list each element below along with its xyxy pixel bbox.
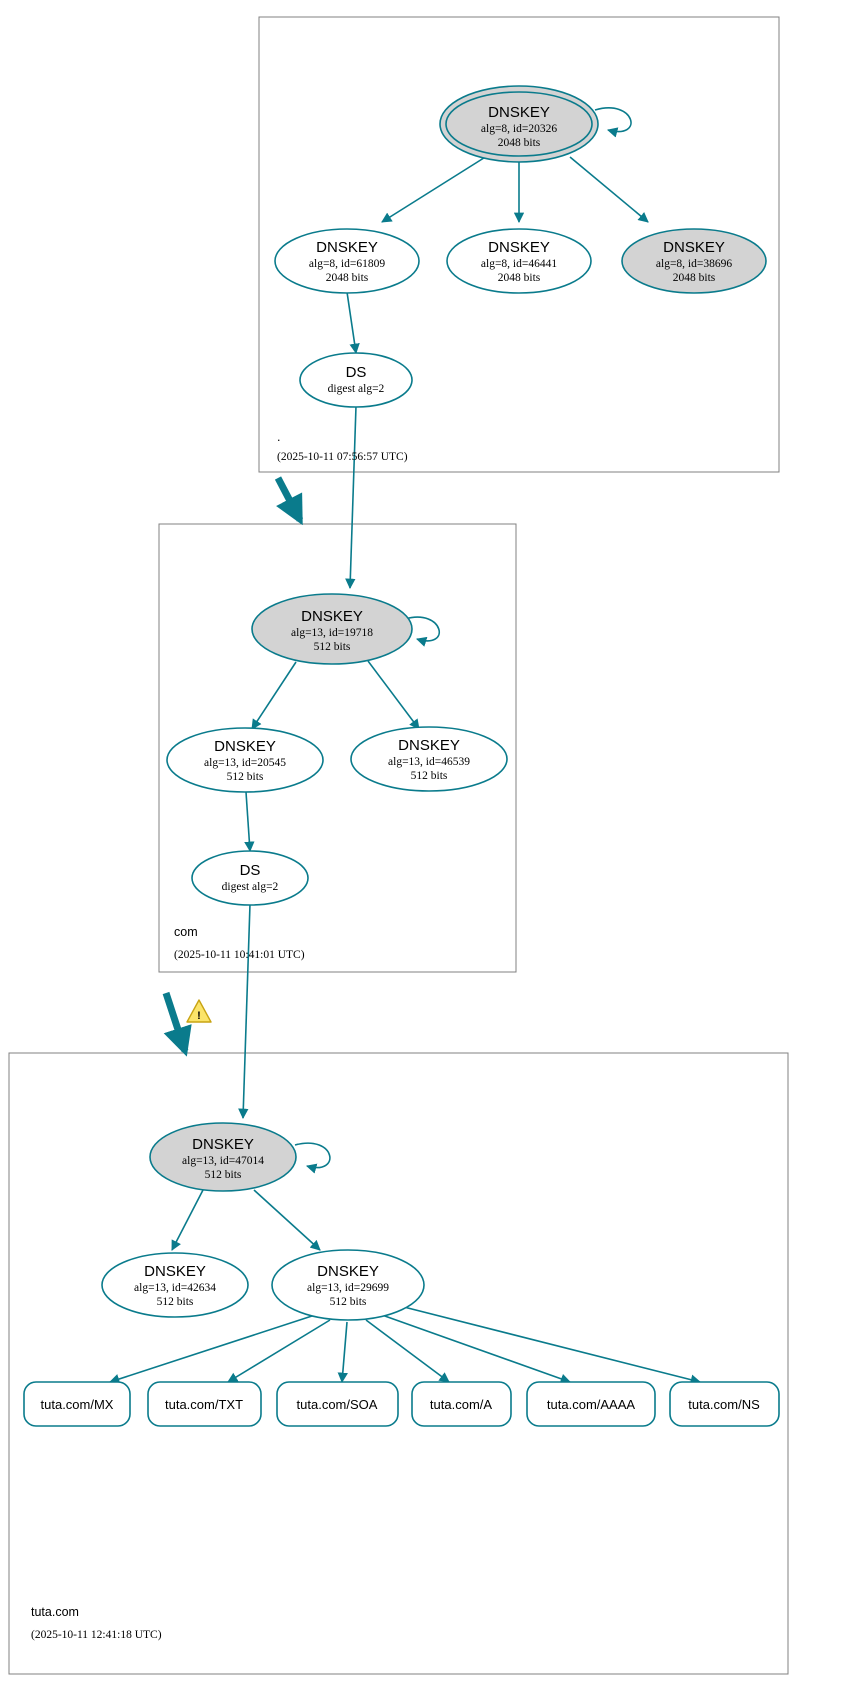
zone-timestamp-root: (2025-10-11 07:56:57 UTC) — [277, 451, 408, 463]
rrset-label: tuta.com/A — [430, 1397, 492, 1412]
node-label-line2: alg=8, id=38696 — [656, 258, 732, 270]
edge-tuta-29699-to-soa — [337, 1321, 348, 1384]
node-label-title: DS — [346, 364, 367, 381]
node-tuta-dnskey-29699[interactable]: DNSKEY alg=13, id=29699 512 bits — [271, 1249, 425, 1321]
edge-com-ksk-to-46539 — [367, 660, 420, 730]
rrset-label: tuta.com/MX — [41, 1397, 114, 1412]
edge-tuta-ksk-to-29699 — [253, 1189, 321, 1251]
node-label-line2: alg=13, id=42634 — [134, 1282, 216, 1294]
zone-timestamp-tuta: (2025-10-11 12:41:18 UTC) — [31, 1629, 162, 1641]
edge-root-ksk-to-38696 — [569, 156, 649, 223]
node-label-title: DNSKEY — [317, 1263, 379, 1280]
edge-root-ksk-self — [594, 107, 632, 138]
node-label-title: DNSKEY — [144, 1263, 206, 1280]
rrset-node-mx[interactable]: tuta.com/MX — [23, 1381, 131, 1427]
warning-glyph: ! — [197, 1010, 201, 1022]
edge-root-61809-to-ds — [346, 291, 360, 355]
edge-com-ksk-self — [404, 616, 440, 647]
edge-tuta-ksk-self — [294, 1142, 331, 1174]
delegation-com-to-tuta — [162, 991, 192, 1057]
node-label-line3: 2048 bits — [498, 272, 541, 284]
node-label-line3: 512 bits — [411, 770, 448, 782]
edge-tuta-29699-to-a — [365, 1319, 450, 1383]
rrset-node-ns[interactable]: tuta.com/NS — [669, 1381, 780, 1427]
zone-timestamp-com: (2025-10-11 10:41:01 UTC) — [174, 949, 305, 961]
node-label-line2: alg=13, id=19718 — [291, 627, 373, 639]
node-com-ksk-19718[interactable]: DNSKEY alg=13, id=19718 512 bits — [251, 593, 413, 665]
node-root-dnskey-46441[interactable]: DNSKEY alg=8, id=46441 2048 bits — [446, 228, 592, 294]
node-label-line2: alg=8, id=46441 — [481, 258, 557, 270]
node-label-line3: 2048 bits — [673, 272, 716, 284]
rrset-node-aaaa[interactable]: tuta.com/AAAA — [526, 1381, 656, 1427]
rrset-label: tuta.com/SOA — [297, 1397, 378, 1412]
edge-root-ksk-to-61809 — [381, 155, 488, 223]
edge-tuta-29699-to-aaaa — [381, 1314, 571, 1384]
node-label-title: DNSKEY — [192, 1136, 254, 1153]
edge-root-ds-to-com-ksk — [345, 405, 357, 590]
delegation-root-to-com — [274, 476, 304, 526]
node-root-dnskey-61809[interactable]: DNSKEY alg=8, id=61809 2048 bits — [274, 228, 420, 294]
node-label-line2: digest alg=2 — [328, 383, 385, 395]
node-label-title: DNSKEY — [214, 738, 276, 755]
node-label-title: DNSKEY — [488, 104, 550, 121]
node-label-line3: 512 bits — [330, 1296, 367, 1308]
node-label-title: DNSKEY — [398, 737, 460, 754]
node-com-ds[interactable]: DS digest alg=2 — [191, 850, 309, 906]
node-label-line3: 512 bits — [157, 1296, 194, 1308]
edge-com-ksk-to-20545 — [251, 661, 297, 730]
node-tuta-ksk-47014[interactable]: DNSKEY alg=13, id=47014 512 bits — [149, 1122, 297, 1192]
rrset-node-soa[interactable]: tuta.com/SOA — [276, 1381, 399, 1427]
node-label-line3: 512 bits — [314, 641, 351, 653]
node-root-ksk-20326[interactable]: DNSKEY alg=8, id=20326 2048 bits — [439, 85, 599, 163]
edge-tuta-29699-to-txt — [227, 1319, 331, 1383]
edge-com-ds-to-tuta-ksk — [238, 903, 251, 1120]
node-com-dnskey-20545[interactable]: DNSKEY alg=13, id=20545 512 bits — [166, 727, 324, 793]
node-label-title: DNSKEY — [301, 608, 363, 625]
node-label-line3: 512 bits — [227, 771, 264, 783]
node-label-line2: alg=8, id=20326 — [481, 123, 557, 135]
warning-triangle-icon[interactable]: ! — [186, 999, 212, 1023]
zone-label-root: . — [277, 430, 280, 444]
node-label-title: DNSKEY — [663, 239, 725, 256]
node-label-line3: 2048 bits — [498, 137, 541, 149]
zone-box-com — [158, 523, 517, 973]
edge-tuta-29699-to-mx — [109, 1314, 316, 1385]
rrset-label: tuta.com/TXT — [165, 1397, 243, 1412]
node-label-line3: 512 bits — [205, 1169, 242, 1181]
zone-box-tuta — [8, 1052, 789, 1675]
rrset-node-txt[interactable]: tuta.com/TXT — [147, 1381, 262, 1427]
node-root-dnskey-38696[interactable]: DNSKEY alg=8, id=38696 2048 bits — [621, 228, 767, 294]
node-label-line2: alg=13, id=47014 — [182, 1155, 264, 1167]
zone-box-root — [258, 16, 780, 473]
node-label-line2: digest alg=2 — [222, 881, 279, 893]
edge-tuta-29699-to-ns — [395, 1304, 702, 1385]
node-root-ds[interactable]: DS digest alg=2 — [299, 352, 413, 408]
rrset-label: tuta.com/AAAA — [547, 1397, 635, 1412]
zone-label-tuta: tuta.com — [31, 1605, 79, 1619]
zone-label-com: com — [174, 925, 198, 939]
node-label-line3: 2048 bits — [326, 272, 369, 284]
edge-tuta-ksk-to-42634 — [171, 1189, 204, 1251]
node-tuta-dnskey-42634[interactable]: DNSKEY alg=13, id=42634 512 bits — [101, 1252, 249, 1318]
node-label-line2: alg=13, id=20545 — [204, 757, 286, 769]
rrset-label: tuta.com/NS — [688, 1397, 760, 1412]
rrset-node-a[interactable]: tuta.com/A — [411, 1381, 512, 1427]
node-label-line2: alg=13, id=29699 — [307, 1282, 389, 1294]
node-label-line2: alg=8, id=61809 — [309, 258, 385, 270]
node-label-title: DNSKEY — [316, 239, 378, 256]
node-label-title: DNSKEY — [488, 239, 550, 256]
node-com-dnskey-46539[interactable]: DNSKEY alg=13, id=46539 512 bits — [350, 726, 508, 792]
edge-com-20545-to-ds — [244, 791, 255, 853]
node-label-line2: alg=13, id=46539 — [388, 756, 470, 768]
node-label-title: DS — [240, 862, 261, 879]
